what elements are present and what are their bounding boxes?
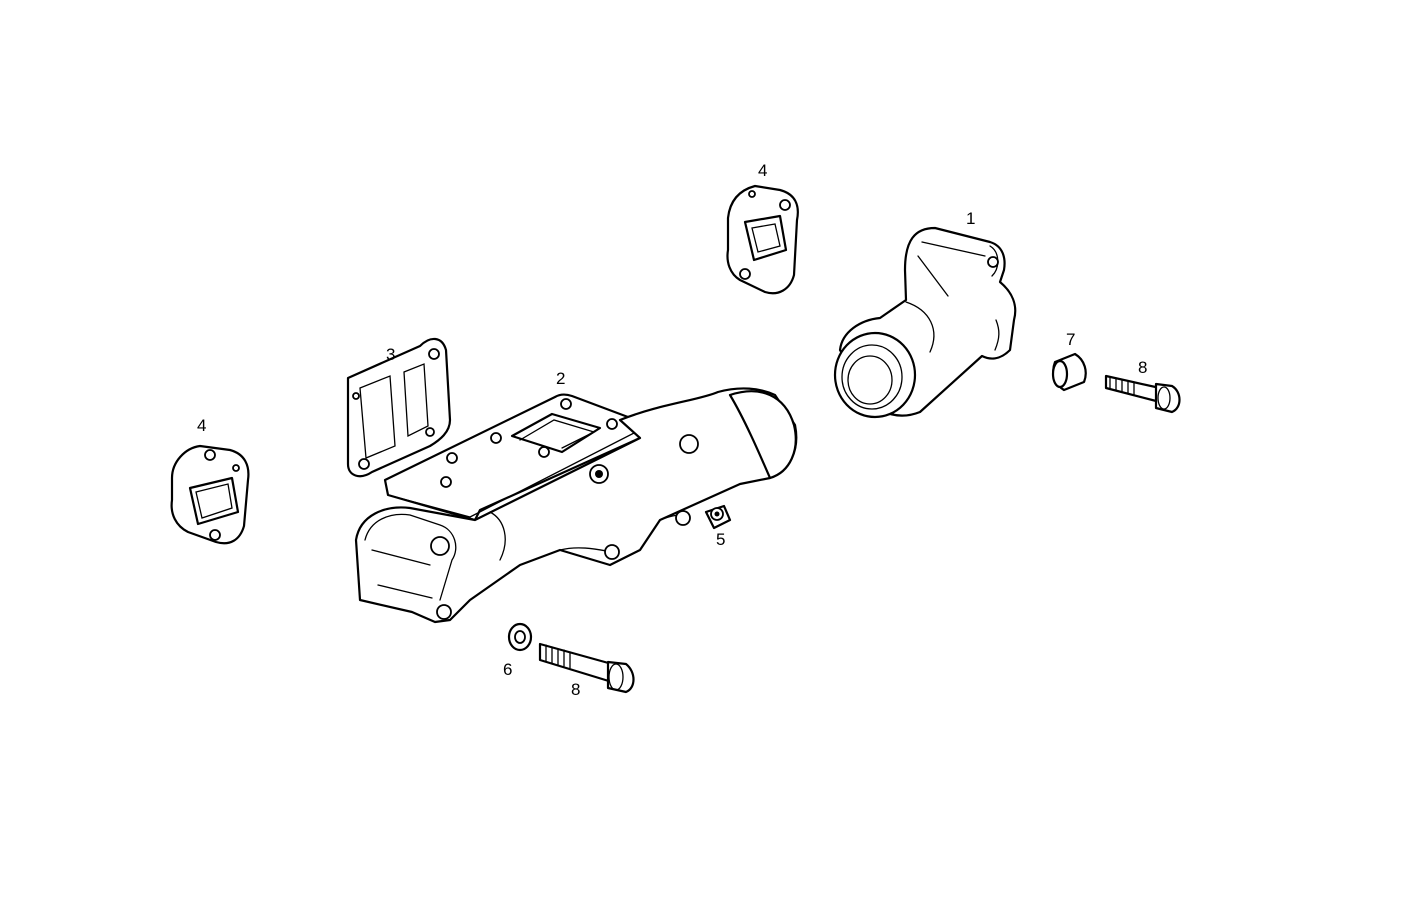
part-4-gasket-left [170, 444, 250, 545]
part-2-exhaust-manifold [354, 387, 798, 624]
callout-6: 6 [503, 660, 512, 679]
callout-2: 2 [556, 369, 565, 388]
callout-4-upper: 4 [758, 161, 767, 180]
part-6-washer [507, 622, 533, 652]
part-8-bolt-lower [538, 642, 635, 694]
callout-5: 5 [716, 530, 725, 549]
part-3-gasket [346, 337, 452, 478]
callout-3: 3 [386, 345, 395, 364]
callout-7: 7 [1066, 330, 1075, 349]
callout-4-left: 4 [197, 416, 206, 435]
part-7-spacer [1051, 352, 1087, 392]
callout-8-lower: 8 [571, 680, 580, 699]
part-5-plug [704, 504, 732, 530]
callout-8-right: 8 [1138, 358, 1147, 377]
callout-1: 1 [966, 209, 975, 228]
part-1-elbow-pipe [833, 226, 1017, 419]
part-4-gasket-upper [726, 184, 799, 295]
part-8-bolt-right [1104, 374, 1181, 414]
